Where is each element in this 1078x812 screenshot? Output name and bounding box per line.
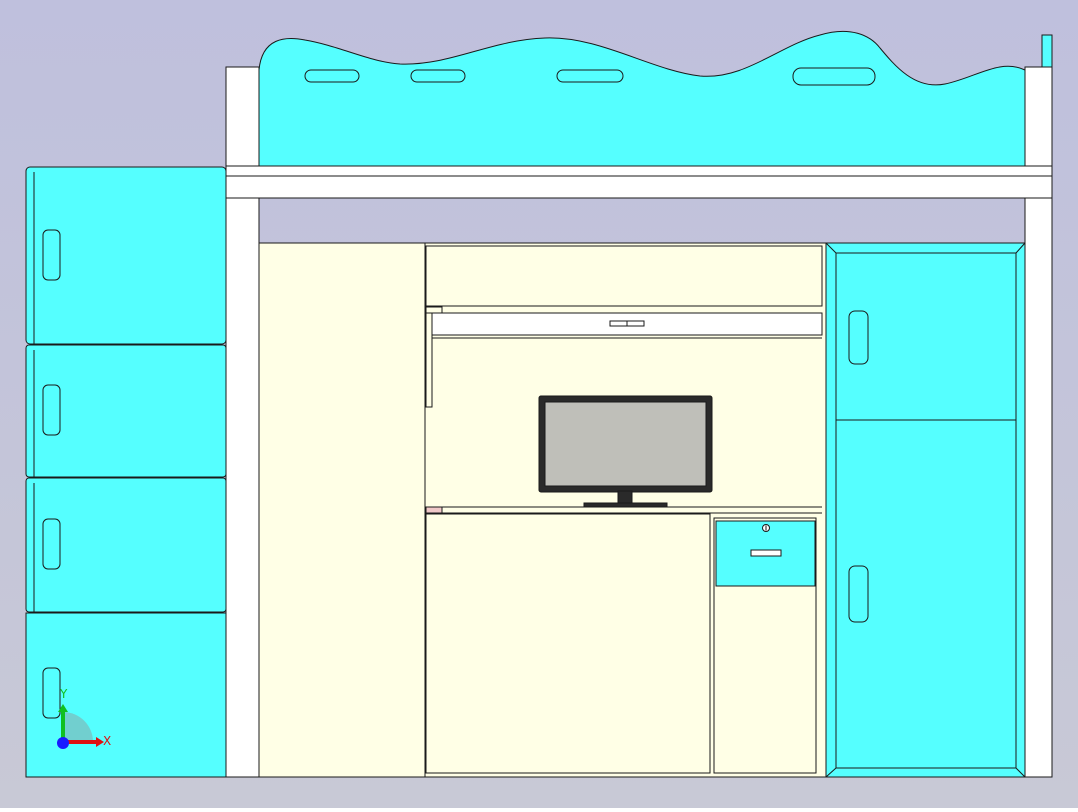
desk-top-accent	[425, 506, 443, 514]
stair-cabinet-step-2[interactable]	[25, 344, 227, 478]
triad-arc	[63, 712, 93, 742]
desk-shelf-side-support	[425, 312, 433, 408]
wardrobe-bevel-bl	[825, 767, 837, 778]
y-axis-label: Y	[59, 687, 68, 701]
desk-top-cabinet[interactable]	[425, 245, 823, 307]
desk-drawer-handle	[750, 549, 782, 557]
desk-shelf-bracket	[425, 306, 443, 314]
bed-guard-wave-panel[interactable]	[258, 30, 1026, 167]
guard-slot-4	[792, 67, 876, 86]
wardrobe-bevel-br	[1015, 767, 1026, 778]
guard-slot-2	[410, 69, 466, 83]
stair-handle-2	[42, 384, 61, 436]
y-axis-arrowhead	[58, 704, 68, 712]
stair-cabinet-step-1[interactable]	[25, 166, 227, 345]
guard-slot-3	[556, 69, 624, 83]
bed-rail-beam[interactable]	[225, 175, 1053, 199]
stair-handle-1	[42, 229, 61, 281]
side-bookcase-panel[interactable]	[258, 242, 426, 778]
x-axis-arrowhead	[96, 737, 104, 747]
wardrobe-bevel-tr	[1015, 242, 1026, 254]
stair-handle-3	[42, 518, 61, 570]
stair-handle-4	[42, 667, 61, 719]
guard-slot-1	[304, 69, 360, 83]
post-cap	[1041, 34, 1053, 68]
wardrobe-upper-handle	[848, 310, 869, 365]
desk-knee-space-panel[interactable]	[425, 513, 711, 774]
monitor-screen	[544, 401, 707, 487]
bed-base-strip	[225, 165, 1053, 177]
monitor-neck	[617, 490, 633, 505]
origin-dot-icon	[57, 737, 69, 749]
wardrobe-lower-handle	[848, 565, 869, 623]
axis-triad: X Y	[57, 687, 111, 749]
x-axis-label: X	[103, 734, 111, 748]
stair-cabinet-step-3[interactable]	[25, 477, 227, 613]
wardrobe-bevel-tl	[825, 242, 837, 254]
monitor-base	[583, 502, 668, 508]
